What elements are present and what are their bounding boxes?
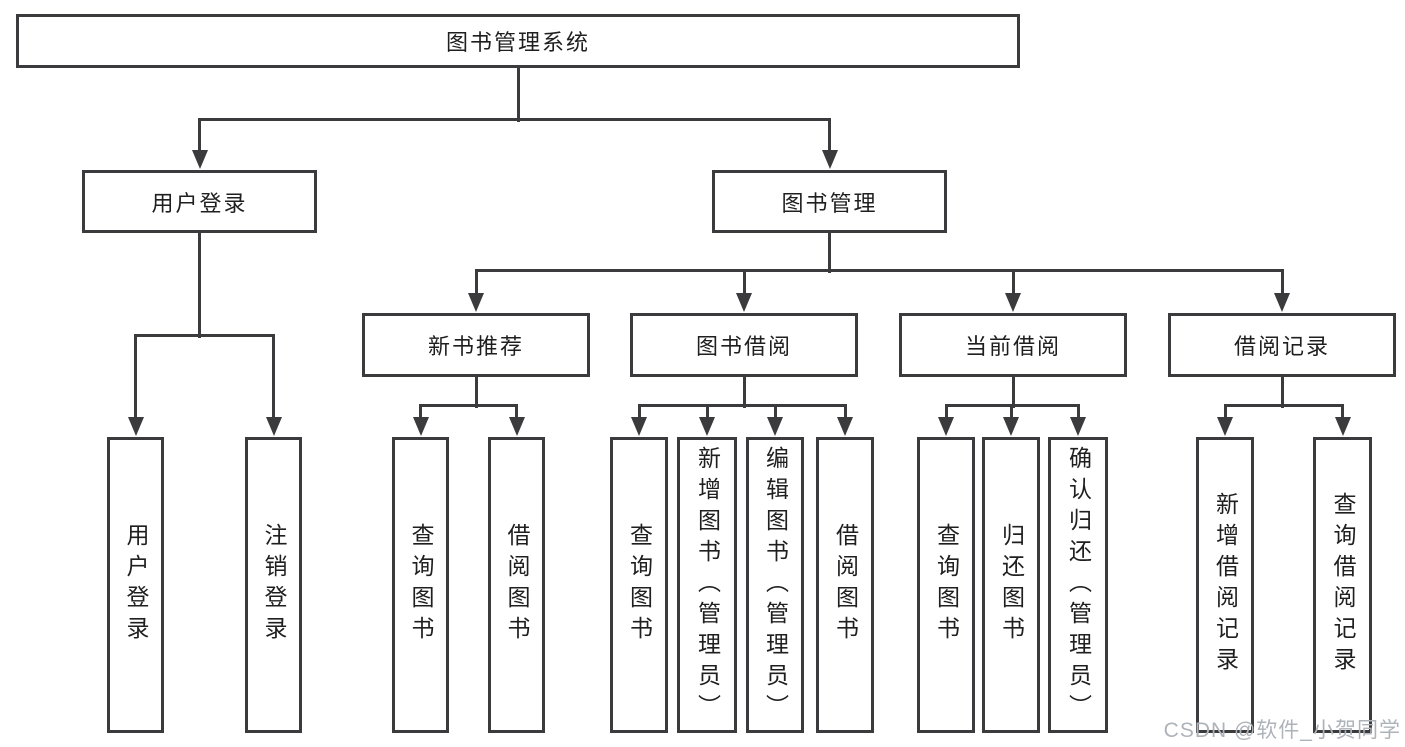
connector-line — [1341, 405, 1344, 418]
arrowhead-icon — [508, 417, 525, 436]
arrowhead-icon — [1217, 417, 1233, 436]
leaf-newbooks-query-label: 查询图书 — [408, 523, 434, 647]
connector-line — [419, 405, 422, 418]
connector-line — [637, 405, 641, 418]
leaf-user-login: 用户登录 — [107, 437, 164, 733]
arrowhead-icon — [265, 417, 282, 436]
leaf-current-query-label: 查询图书 — [933, 523, 960, 647]
connector-line — [843, 405, 847, 418]
leaf-borrow-query: 查询图书 — [610, 437, 668, 733]
connector-line — [1280, 377, 1284, 408]
arrowhead-icon — [1274, 293, 1290, 312]
connector-line — [742, 270, 746, 294]
node-new-books-label: 新书推荐 — [427, 334, 524, 359]
leaf-records-add-label: 新增借阅记录 — [1212, 492, 1239, 678]
node-root: 图书管理系统 — [16, 14, 1020, 68]
connector-line — [1011, 270, 1015, 294]
arrowhead-icon — [631, 417, 647, 436]
leaf-current-return: 归还图书 — [982, 437, 1040, 733]
node-user-login-label: 用户登录 — [151, 190, 248, 216]
leaf-current-return-label: 归还图书 — [998, 523, 1025, 647]
leaf-logout-label: 注销登录 — [261, 523, 287, 647]
arrowhead-icon — [1003, 417, 1019, 436]
node-borrow-records-label: 借阅记录 — [1233, 334, 1330, 359]
arrowhead-icon — [736, 293, 752, 312]
connector-line — [474, 270, 478, 294]
connector-line — [474, 377, 478, 408]
node-root-label: 图书管理系统 — [445, 30, 590, 55]
connector-line — [828, 119, 831, 151]
leaf-records-add: 新增借阅记录 — [1196, 437, 1254, 733]
arrowhead-icon — [412, 417, 429, 436]
connector-line — [828, 233, 831, 273]
connector-line — [1009, 405, 1013, 418]
arrowhead-icon — [191, 150, 208, 169]
connector-line — [1076, 405, 1080, 418]
node-user-login: 用户登录 — [82, 170, 317, 233]
connector-line — [944, 405, 948, 418]
leaf-current-query: 查询图书 — [917, 437, 975, 733]
leaf-borrow-edit-label: 编辑图书（管理员） — [762, 445, 789, 725]
leaf-borrow-edit: 编辑图书（管理员） — [746, 437, 804, 733]
node-current-borrow-label: 当前借阅 — [964, 334, 1061, 359]
connector-line — [1223, 405, 1227, 418]
connector-line — [705, 405, 709, 418]
arrowhead-icon — [1070, 417, 1086, 436]
leaf-borrow-borrow-label: 借阅图书 — [832, 523, 859, 647]
leaf-borrow-add-label: 新增图书（管理员） — [694, 445, 721, 725]
connector-line — [419, 403, 518, 407]
leaf-borrow-borrow: 借阅图书 — [816, 437, 874, 733]
arrowhead-icon — [767, 417, 783, 436]
connector-line — [198, 119, 201, 151]
node-current-borrow: 当前借阅 — [899, 313, 1127, 377]
arrowhead-icon — [468, 293, 484, 312]
leaf-records-query-label: 查询借阅记录 — [1330, 492, 1356, 678]
connector-line — [1280, 270, 1284, 294]
leaf-newbooks-borrow: 借阅图书 — [488, 437, 545, 733]
leaf-current-confirm-label: 确认归还（管理员） — [1065, 445, 1092, 725]
node-book-borrow-label: 图书借阅 — [695, 334, 792, 359]
connector-line — [515, 405, 518, 418]
connector-line — [742, 377, 746, 408]
connector-line — [134, 335, 137, 418]
connector-line — [773, 405, 777, 418]
connector-line — [198, 117, 831, 121]
arrowhead-icon — [699, 417, 715, 436]
connector-line — [198, 233, 201, 338]
connector-line — [516, 68, 520, 122]
node-book-management: 图书管理 — [712, 170, 947, 233]
leaf-logout: 注销登录 — [245, 437, 302, 733]
arrowhead-icon — [821, 150, 838, 169]
node-borrow-records: 借阅记录 — [1168, 313, 1396, 377]
leaf-user-login-label: 用户登录 — [123, 523, 149, 647]
connector-line — [474, 268, 1284, 272]
leaf-newbooks-query: 查询图书 — [392, 437, 449, 733]
connector-line — [1223, 403, 1344, 407]
leaf-records-query: 查询借阅记录 — [1313, 437, 1372, 733]
arrowhead-icon — [127, 417, 144, 436]
connector-line — [1011, 377, 1015, 408]
node-book-borrow: 图书借阅 — [630, 313, 858, 377]
connector-line — [637, 403, 847, 407]
node-new-books: 新书推荐 — [362, 313, 590, 377]
leaf-current-confirm: 确认归还（管理员） — [1048, 437, 1108, 733]
leaf-borrow-add: 新增图书（管理员） — [677, 437, 737, 733]
arrowhead-icon — [837, 417, 853, 436]
connector-line — [272, 335, 275, 418]
arrowhead-icon — [938, 417, 954, 436]
arrowhead-icon — [1334, 417, 1351, 436]
node-book-management-label: 图书管理 — [781, 190, 878, 216]
csdn-watermark: CSDN @软件_小贺同学 — [1163, 719, 1401, 742]
leaf-borrow-query-label: 查询图书 — [626, 523, 653, 647]
connector-line — [134, 333, 275, 337]
leaf-newbooks-borrow-label: 借阅图书 — [504, 523, 530, 647]
arrowhead-icon — [1005, 293, 1021, 312]
